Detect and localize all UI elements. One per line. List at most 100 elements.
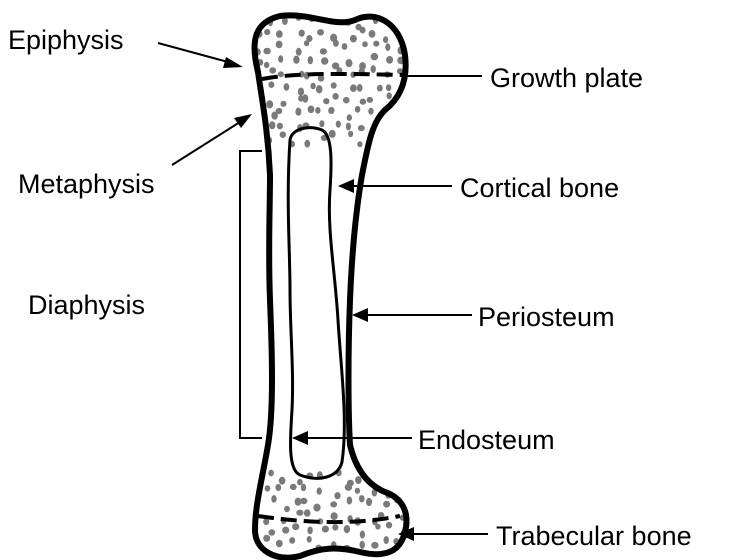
trabecular-dot (347, 497, 353, 505)
trabecular-dot (276, 41, 283, 49)
trabecular-dot (264, 62, 269, 68)
label-metaphysis: Metaphysis (18, 169, 155, 199)
trabecular-dot (268, 529, 275, 535)
trabecular-dot (369, 30, 376, 38)
trabecular-dot (385, 43, 390, 51)
label-periosteum: Periosteum (478, 302, 615, 332)
trabecular-dot (393, 136, 400, 144)
trabecular-dot (332, 93, 338, 100)
trabecular-dot (346, 123, 351, 131)
trabecular-dot (360, 27, 366, 34)
trabecular-dot (386, 522, 392, 529)
trabecular-dot (276, 108, 283, 114)
trabecular-dot (368, 108, 373, 115)
label-trabecular-bone: Trabecular bone (496, 521, 692, 551)
trabecular-dot (264, 29, 270, 35)
trabecular-dot (371, 542, 378, 549)
label-cortical-bone: Cortical bone (460, 173, 619, 203)
trabecular-dot (284, 506, 290, 512)
trabecular-dot (386, 56, 393, 64)
trabecular-dot (313, 504, 320, 512)
trabecular-dot (375, 524, 380, 530)
trabecular-dot (300, 498, 307, 504)
trabecular-dot (332, 524, 338, 530)
trabecular-bone-pointer (398, 527, 488, 541)
trabecular-dot (377, 85, 383, 92)
trabecular-dot (321, 57, 328, 65)
trabecular-dot (263, 48, 270, 55)
trabecular-dot (278, 55, 283, 62)
trabecular-dot (302, 94, 308, 102)
cortical-bone-pointer (338, 179, 452, 193)
trabecular-dot (269, 67, 276, 73)
label-epiphysis: Epiphysis (8, 25, 124, 55)
trabecular-dot (383, 36, 388, 43)
trabecular-dot (330, 501, 337, 507)
trabecular-dot (343, 97, 350, 104)
trabecular-dot (320, 48, 327, 54)
trabecular-dot (304, 40, 309, 46)
trabecular-dot (386, 477, 393, 484)
trabecular-dot (265, 485, 271, 491)
trabecular-dot (276, 540, 283, 547)
trabecular-dot (266, 100, 273, 108)
trabecular-dot (251, 86, 258, 92)
trabecular-dot (350, 35, 357, 43)
trabecular-dots-top (250, 13, 408, 148)
label-diaphysis: Diaphysis (28, 290, 145, 320)
trabecular-dot (355, 106, 361, 113)
trabecular-dot (383, 135, 388, 142)
trabecular-dot (254, 120, 261, 127)
trabecular-dot (329, 130, 336, 138)
trabecular-dot (402, 111, 408, 119)
trabecular-dot (402, 121, 408, 129)
trabecular-dot (307, 527, 312, 535)
trabecular-dot (319, 120, 324, 127)
trabecular-dot (359, 495, 365, 502)
trabecular-dot (307, 536, 312, 543)
trabecular-dot (296, 510, 303, 516)
trabecular-dot (346, 59, 353, 67)
trabecular-dot (355, 476, 362, 484)
trabecular-dot (355, 488, 360, 494)
trabecular-dot (371, 65, 376, 73)
trabecular-dot (386, 84, 391, 91)
trabecular-dot (295, 108, 301, 116)
trabecular-dot (360, 531, 365, 539)
trabecular-dot (370, 472, 377, 480)
trabecular-dot (251, 104, 258, 112)
trabecular-dot (387, 92, 392, 99)
trabecular-dot (342, 43, 348, 50)
trabecular-dot (316, 85, 323, 93)
trabecular-dot (304, 509, 311, 517)
trabecular-dot (317, 29, 324, 35)
periosteum-pointer (352, 308, 472, 322)
trabecular-dot (371, 53, 379, 60)
trabecular-dot (298, 88, 304, 96)
trabecular-dot (360, 541, 365, 549)
trabecular-dot (344, 525, 350, 533)
trabecular-dot (333, 40, 339, 47)
trabecular-dot (304, 140, 310, 148)
trabecular-dot (308, 56, 313, 64)
trabecular-dot (296, 48, 302, 56)
trabecular-dot (299, 30, 305, 37)
trabecular-dot (347, 114, 352, 121)
trabecular-dot (331, 82, 337, 88)
trabecular-dot (358, 125, 365, 131)
trabecular-dot (383, 501, 390, 508)
trabecular-dot (323, 98, 329, 104)
trabecular-dot (334, 492, 340, 499)
trabecular-dot (290, 484, 297, 490)
medullary-cavity-outline (288, 128, 344, 479)
trabecular-dot (331, 512, 338, 520)
trabecular-dot (282, 527, 289, 534)
trabecular-dot (293, 56, 299, 64)
trabecular-dot (284, 83, 290, 91)
trabecular-dot (289, 537, 295, 544)
trabecular-dot (357, 84, 363, 92)
trabecular-dot (271, 495, 276, 503)
epiphysis-pointer (158, 43, 243, 68)
